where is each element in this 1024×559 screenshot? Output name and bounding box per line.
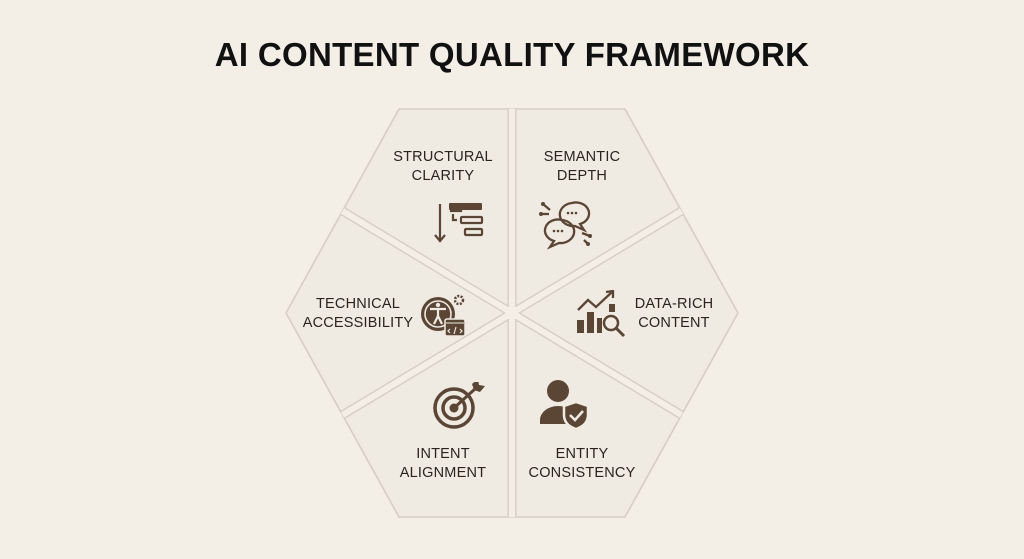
segment-gap: [340, 208, 514, 316]
label-line: ACCESSIBILITY: [302, 315, 414, 331]
bar-chart-magnifier-icon: [577, 290, 626, 338]
segment-label-semantic-depth: SEMANTIC DEPTH: [512, 148, 652, 186]
label-line: DATA-RICH: [634, 296, 714, 312]
label-line: CONSISTENCY: [528, 465, 636, 481]
segment-edge: [514, 207, 680, 308]
label-line: ALIGNMENT: [399, 465, 487, 481]
segment-edge: [514, 318, 680, 419]
segment-label-technical-accessibility: TECHNICAL ACCESSIBILITY: [298, 295, 418, 333]
segment-edge: [344, 207, 510, 308]
chat-bubbles-network-icon: [539, 201, 592, 250]
label-line: SEMANTIC: [543, 149, 621, 165]
label-line: CLARITY: [411, 168, 475, 184]
segment-gap: [510, 208, 684, 316]
segment-edge: [518, 312, 684, 413]
label-line: TECHNICAL: [316, 296, 400, 312]
diagram-title: AI CONTENT QUALITY FRAMEWORK: [214, 36, 810, 73]
hierarchy-list-icon: [434, 203, 484, 243]
segment-label-structural-clarity: STRUCTURAL CLARITY: [373, 148, 513, 186]
segment-edge: [340, 312, 506, 413]
segment-gap: [340, 310, 514, 418]
segment-label-data-rich-content: DATA-RICH CONTENT: [628, 295, 720, 333]
segment-label-intent-alignment: INTENT ALIGNMENT: [373, 445, 513, 483]
segment-gap: [510, 310, 684, 418]
user-shield-icon: [540, 380, 590, 431]
segment-edge: [518, 213, 684, 314]
segment-edge: [340, 213, 506, 314]
segment-label-entity-consistency: ENTITY CONSISTENCY: [512, 445, 652, 483]
label-line: CONTENT: [638, 315, 710, 331]
label-line: STRUCTURAL: [393, 149, 493, 165]
label-line: DEPTH: [556, 168, 608, 184]
label-line: ENTITY: [555, 446, 609, 462]
label-line: INTENT: [416, 446, 470, 462]
accessibility-code-icon: [421, 294, 466, 337]
segment-edge: [344, 318, 510, 419]
target-arrow-icon: [433, 382, 485, 429]
